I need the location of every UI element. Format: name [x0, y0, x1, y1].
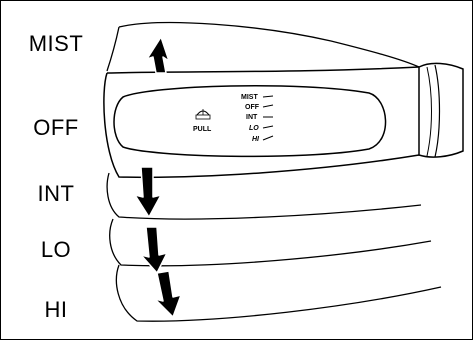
- position-label-hi: HI: [44, 297, 68, 322]
- lever-outline-int: [106, 172, 422, 220]
- wiper-knob: [113, 85, 387, 158]
- arrow-down-icon: [140, 226, 168, 274]
- knob-label-hi: HI: [252, 136, 260, 143]
- washer-icon: [195, 109, 211, 120]
- lever-end-cap-rib: [434, 64, 441, 158]
- lever-body-off: [103, 72, 420, 179]
- knob-tick-off: [262, 104, 274, 108]
- knob-label-off: OFF: [245, 104, 260, 111]
- arrow-down-icon: [134, 166, 162, 218]
- position-label-int: INT: [37, 181, 75, 206]
- knob-tick-mist: [262, 95, 274, 98]
- lever-outline-mist: [106, 21, 420, 72]
- knob-label-mist: MIST: [241, 94, 258, 101]
- knob-label-lo: LO: [249, 125, 259, 132]
- lever-end-cap: [418, 62, 464, 158]
- lever-body-top-edge: [106, 66, 420, 74]
- pull-label: PULL: [193, 126, 212, 133]
- knob-tick-lo: [262, 125, 274, 129]
- position-label-mist: MIST: [28, 31, 84, 56]
- knob-tick-hi: [262, 135, 274, 141]
- lever-end-cap-rib-2: [426, 66, 432, 157]
- lever-outline-lo: [109, 218, 432, 267]
- arrow-down-icon: [154, 270, 182, 318]
- knob-label-int: INT: [246, 114, 258, 121]
- position-label-lo: LO: [40, 237, 72, 262]
- position-label-off: OFF: [33, 115, 79, 140]
- lever-outline-hi: [115, 264, 442, 322]
- arrow-up-icon: [146, 36, 170, 74]
